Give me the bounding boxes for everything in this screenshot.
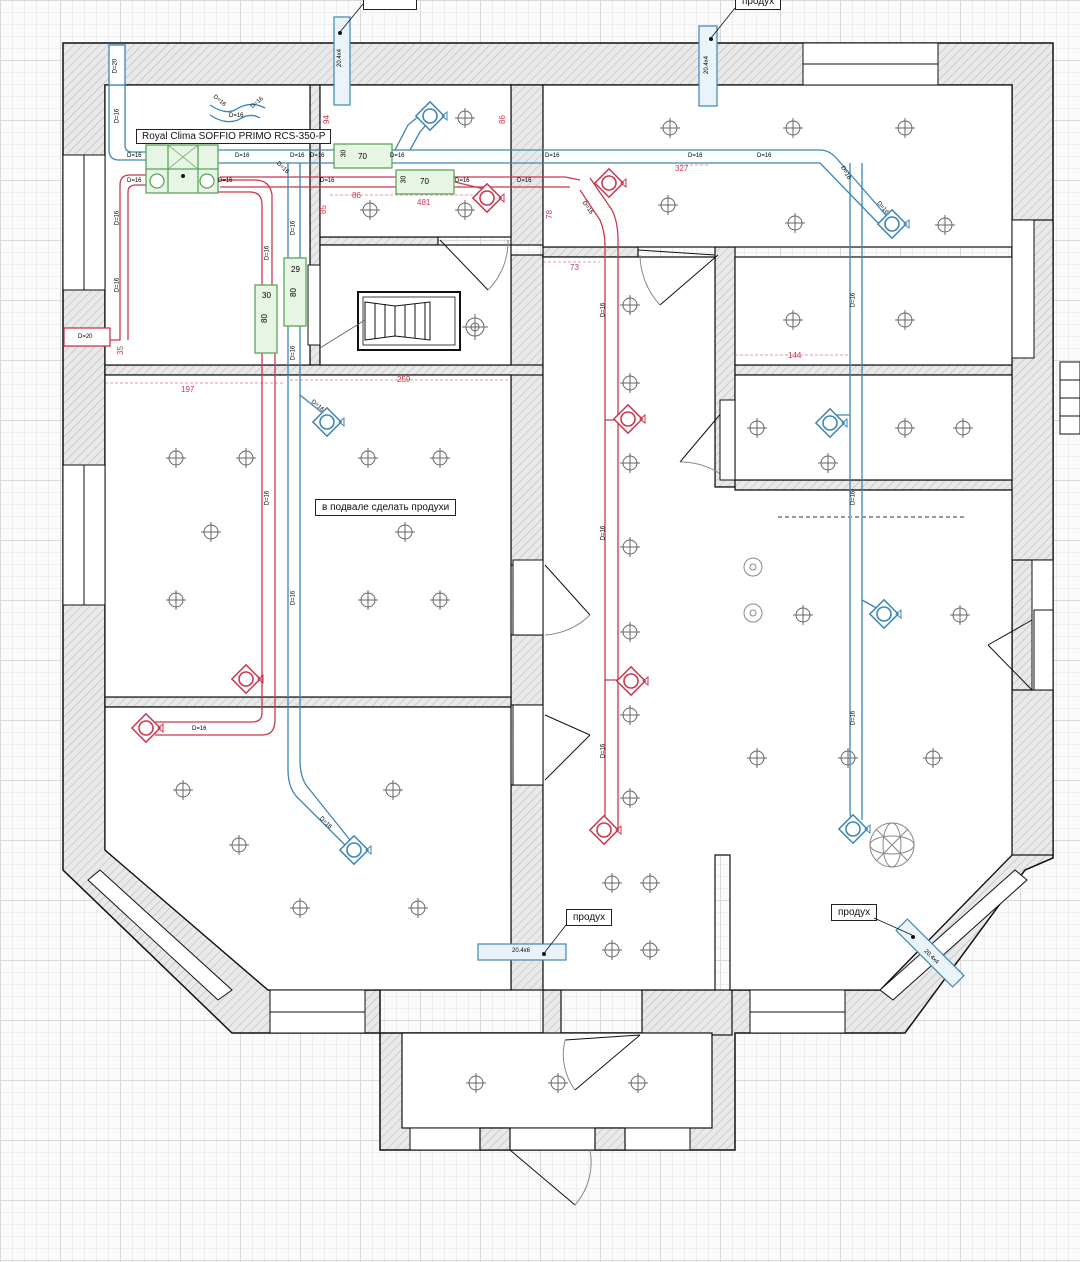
fitting-label: 80 [288, 288, 298, 297]
duct-label: D=16 [320, 178, 335, 184]
dimension-label: 73 [570, 263, 579, 272]
duct-label: D=16 [264, 245, 271, 261]
dimension-label: 35 [115, 346, 125, 355]
duct-label: D=16 [600, 743, 607, 759]
duct-label: D=16 [127, 178, 142, 184]
porch [479, 1127, 626, 1151]
duct-label: D=16 [127, 153, 142, 159]
dimension-label: 94 [321, 115, 331, 124]
rooms [104, 84, 1013, 1129]
duct-label: D=16 [517, 178, 532, 184]
fitting-label: 70 [420, 177, 429, 186]
duct-label: D=16 [114, 108, 121, 124]
duct-label: D=16 [114, 277, 121, 293]
dimension-label: 86 [352, 191, 361, 200]
duct-label: D=16 [600, 302, 607, 318]
duct-label: D=16 [290, 590, 297, 606]
supply-ducts [108, 44, 891, 846]
vent-callout-top: продух [735, 0, 782, 10]
unit-model-label: Royal Clima SOFFIO PRIMO RCS-350-P [136, 129, 332, 144]
duct-label: D=16 [290, 345, 297, 361]
duct-label: D=16 [600, 525, 607, 541]
dimension-label: 327 [675, 164, 689, 173]
duct-label: D=16 [850, 490, 857, 506]
dimension-label: 481 [417, 198, 431, 207]
dimension-label: 85 [318, 205, 328, 214]
dimension-label: 197 [181, 385, 195, 394]
fitting-label: 29 [291, 265, 300, 274]
vent-callout-bottom-right: продух [831, 904, 878, 921]
exhaust-ducts [63, 174, 625, 830]
fitting-label: 70 [358, 152, 367, 161]
stairs-icon [319, 291, 461, 351]
duct-label: D=16 [545, 153, 560, 159]
vent-size-top-right: 20.4x4 [704, 55, 711, 75]
duct-label: D=16 [310, 153, 325, 159]
dimension-label: 259 [397, 375, 411, 384]
duct-label: D=16 [757, 153, 772, 159]
duct-label: D=16 [192, 726, 207, 732]
duct-label: D=16 [290, 153, 305, 159]
dimension-label: 78 [544, 210, 554, 219]
duct-label: D=16 [218, 178, 233, 184]
fitting-label: 80 [259, 314, 269, 323]
duct-label: D=16 [455, 178, 470, 184]
duct-label: D=16 [850, 710, 857, 726]
dimension-label: 144 [788, 351, 802, 360]
fitting-label: 30 [400, 175, 408, 184]
vent-callout-top-left [363, 0, 417, 10]
vent-size-bottom-center: 20.4x6 [512, 948, 531, 954]
vent-callout-bottom-center: продух [566, 909, 613, 926]
duct-label: D=16 [390, 153, 405, 159]
basement-vent-note: в подвале сделать продухи [315, 499, 457, 516]
dimension-label: 86 [497, 115, 507, 124]
duct-label: D=16 [290, 220, 297, 236]
fitting-label: 30 [340, 149, 348, 158]
duct-label: D=16 [688, 153, 703, 159]
chandelier-icon [869, 822, 915, 868]
duct-label: D=20 [78, 334, 93, 340]
duct-label: D=16 [850, 292, 857, 308]
dimension-lines [105, 164, 850, 384]
duct-label: D=20 [112, 58, 119, 74]
duct-label: D=16 [114, 210, 121, 226]
silencers [254, 143, 455, 354]
exterior-steps [1059, 361, 1080, 435]
duct-label: D=16 [264, 490, 271, 506]
vent-size-top-left: 20.4x4 [337, 48, 344, 68]
ceiling-fan-icon [462, 314, 488, 340]
fitting-label: 30 [262, 291, 271, 300]
duct-label: D=16 [235, 153, 250, 159]
spot-lights [743, 557, 763, 623]
ventilation-unit [145, 144, 219, 194]
doors [307, 239, 1054, 1206]
duct-label: D=16 [229, 113, 244, 119]
